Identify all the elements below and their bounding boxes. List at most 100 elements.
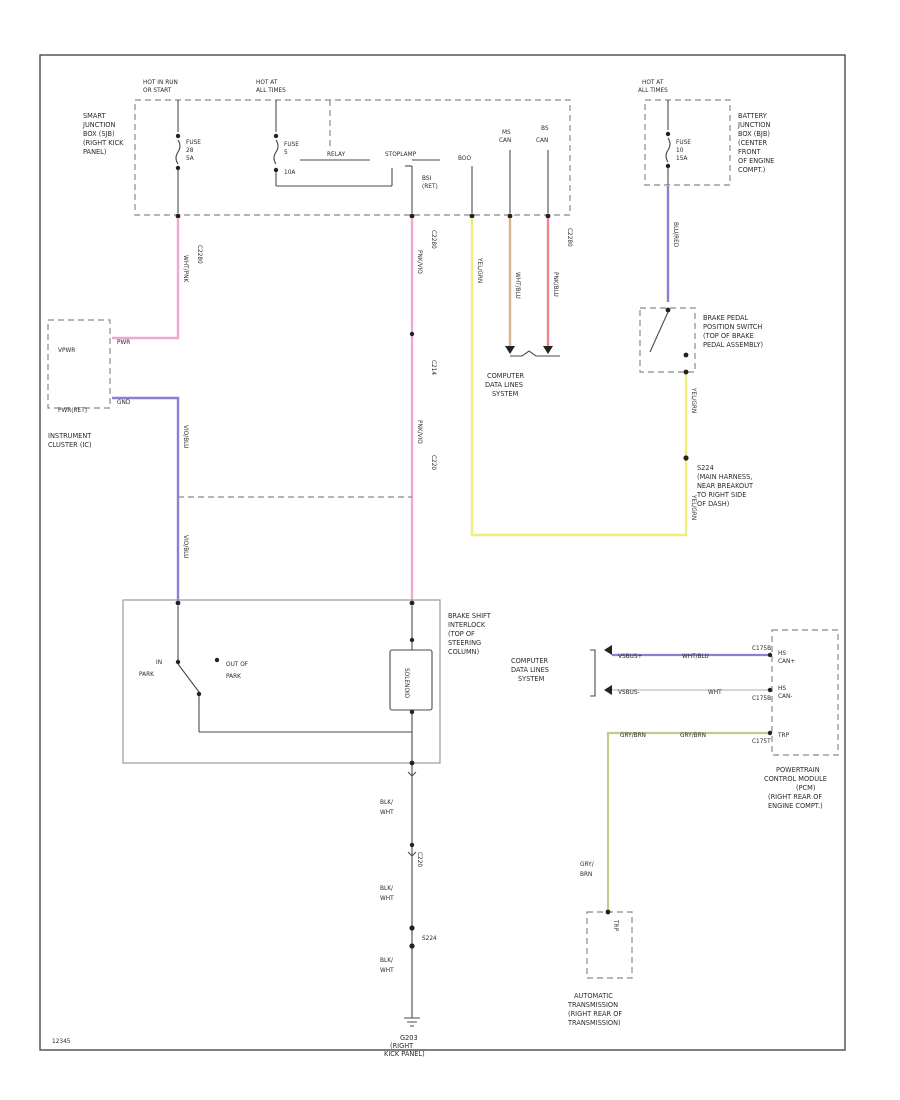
brake-switch-title-3: (TOP OF BRAKE xyxy=(703,332,754,340)
data-lines-top-2: DATA LINES xyxy=(485,381,523,389)
wire-yellow-boo-to-brake-switch: YEL/GRN YEL/GRN YEL/GRN xyxy=(470,218,696,537)
out-of-park-label-2: PARK xyxy=(226,674,241,680)
interlock-title-5: COLUMN) xyxy=(448,648,479,656)
s224-title-4: TO RIGHT SIDE xyxy=(696,491,746,499)
trans-wire-2: BRN xyxy=(580,872,592,878)
splice-s224-label: S224 (MAIN HARNESS, NEAR BREAKOUT TO RIG… xyxy=(696,464,754,508)
s224-title-2: (MAIN HARNESS, xyxy=(697,473,752,481)
automatic-transmission: TRP GRY/ BRN AUTOMATIC TRANSMISSION (RIG… xyxy=(567,862,633,1027)
wire-pink-center-label-2: PNK/VIO xyxy=(416,420,422,444)
pcm-pin1-wire: WHT/BLU xyxy=(682,654,709,660)
in-park-label-1: IN xyxy=(156,660,162,666)
data-lines-mid-3: SYSTEM xyxy=(518,675,545,683)
s224-title-1: S224 xyxy=(697,464,714,472)
sjb-title-2: JUNCTION xyxy=(82,121,115,129)
wire-pink-sjb-to-ic: WHT/PNK xyxy=(112,218,188,340)
wire-purple-label-2: VIO/BLU xyxy=(182,535,188,558)
data-lines-top-3: SYSTEM xyxy=(492,390,519,398)
wire-pink-top-label: WHT/PNK xyxy=(182,255,188,282)
instrument-cluster: VPWR PWR PWR(RET) GND INSTRUMENT CLUSTER… xyxy=(47,319,131,449)
wire-purple-bjb-to-brake-switch: BLU/RED xyxy=(666,186,678,302)
bjb-title-1: BATTERY xyxy=(738,112,768,120)
data-lines-mid: COMPUTER DATA LINES SYSTEM xyxy=(511,645,612,697)
interlock-title-1: BRAKE SHIFT xyxy=(448,612,492,620)
wire-tan-label: WHT/BLU xyxy=(514,272,520,299)
pcm-title-5: ENGINE COMPT.) xyxy=(768,802,823,810)
bjb-title-3: BOX (BJB) xyxy=(738,130,770,138)
solenoid-label: SOLENOID xyxy=(403,668,409,699)
brake-switch-title-2: POSITION SWITCH xyxy=(703,323,762,331)
wire-ms-can: WHT/BLU xyxy=(508,218,520,346)
pcm-title-3: (PCM) xyxy=(796,784,815,792)
wire-yellow-right-label: YEL/GRN xyxy=(690,387,696,413)
trans-title-2: TRANSMISSION xyxy=(567,1001,618,1009)
pcm-pin2-wire: WHT xyxy=(708,690,722,696)
fuse-28-number: 28 xyxy=(186,148,194,154)
relay-label: RELAY xyxy=(327,152,346,158)
bjb-hot-line1: HOT AT xyxy=(642,80,664,86)
pcm-conn-1: C175B xyxy=(752,646,771,652)
sjb-connector-label: C2280 xyxy=(196,245,202,264)
pcm-hs-hi-2: CAN+ xyxy=(778,659,795,665)
interlock-title-3: (TOP OF xyxy=(448,630,475,638)
vsbus-lo-label: VSBUS- xyxy=(618,690,640,696)
trans-title-3: (RIGHT REAR OF xyxy=(568,1010,622,1018)
pcm-pin3-wire-1: GRY/BRN xyxy=(620,733,646,739)
ic-vpwr-label: VPWR xyxy=(58,348,75,354)
ground-path: BLK/ WHT C220 BLK/ WHT S224 BLK/ WHT G20… xyxy=(380,760,437,1058)
ground-title-1: (RIGHT xyxy=(390,1042,414,1050)
ground-wire1-1: BLK/ xyxy=(380,800,393,806)
data-lines-mid-2: DATA LINES xyxy=(511,666,549,674)
vsbus-hi-label: VSBUS+ xyxy=(618,654,643,660)
data-lines-top-1: COMPUTER xyxy=(487,372,524,380)
out-of-park-label-1: OUT OF xyxy=(226,662,248,668)
brake-switch-title-4: PEDAL ASSEMBLY) xyxy=(703,341,763,349)
wire-hs-can-lo: VSBUS- WHT xyxy=(612,689,770,696)
s224-title-3: NEAR BREAKOUT xyxy=(697,482,754,490)
s224-title-5: OF DASH) xyxy=(697,500,729,508)
diagram-id: 12345 xyxy=(52,1039,71,1045)
pcm-pin3-wire-2: GRY/BRN xyxy=(680,733,706,739)
sjb-hot-all-line2: ALL TIMES xyxy=(256,88,286,94)
sjb-hot-run-line1: HOT IN RUN xyxy=(143,80,178,86)
trans-title-1: AUTOMATIC xyxy=(574,992,613,1000)
ground-title-2: KICK PANEL) xyxy=(384,1050,425,1058)
wire-pink-center-conn: C2280 xyxy=(430,230,436,249)
pcm-title-2: CONTROL MODULE xyxy=(764,775,827,783)
pcm-conn-3: C175T xyxy=(752,739,771,745)
bjb-title-4: (CENTER xyxy=(738,139,767,147)
pcm-hs-lo-2: CAN- xyxy=(778,694,792,700)
pcm-conn-2: C175B xyxy=(752,696,771,702)
ground-wire2-1: BLK/ xyxy=(380,886,393,892)
bsi-ret-label: (RET) xyxy=(422,184,438,190)
wire-purple-right-label: BLU/RED xyxy=(672,222,678,248)
stoplamp-label: STOPLAMP xyxy=(385,152,417,158)
wire-bs-can: PNK/BLU xyxy=(546,218,558,346)
fuse-5-rating: 10A xyxy=(284,170,295,176)
trans-wire-1: GRY/ xyxy=(580,862,594,868)
battery-junction-box: HOT AT ALL TIMES FUSE 10 15A BATTERY JUN… xyxy=(638,80,774,186)
ground-g203: G203 xyxy=(400,1034,418,1042)
ground-s224: S224 xyxy=(422,936,437,942)
bjb-hot-line2: ALL TIMES xyxy=(638,88,668,94)
sjb-title-5: PANEL) xyxy=(83,148,106,156)
wire-red-label: PNK/BLU xyxy=(552,272,558,297)
ms-can-label-2: CAN xyxy=(499,138,511,144)
sjb-hot-all-line1: HOT AT xyxy=(256,80,278,86)
ground-c220: C220 xyxy=(416,852,422,867)
bjb-title-6: OF ENGINE xyxy=(738,157,774,165)
fuse-5-label: FUSE xyxy=(284,142,299,148)
wire-yellow-label: YEL/GRN xyxy=(476,257,482,283)
fuse-28-label: FUSE xyxy=(186,140,201,146)
bjb-fuse-rating: 15A xyxy=(676,156,687,162)
sjb-connector-label-right: C2280 xyxy=(566,228,572,247)
trans-title-4: TRANSMISSION) xyxy=(567,1019,621,1027)
sjb-hot-run-line2: OR START xyxy=(143,88,172,94)
bjb-fuse-label: FUSE xyxy=(676,140,691,146)
wire-trp: GRY/BRN GRY/BRN xyxy=(606,731,770,912)
wire-pink-bsi-to-interlock: PNK/VIO C2280 C214 C220 PNK/VIO xyxy=(409,218,436,600)
sjb-title-3: BOX (SJB) xyxy=(83,130,115,138)
pcm-title-1: POWERTRAIN xyxy=(776,766,820,774)
ms-can-label-1: MS xyxy=(502,130,511,136)
